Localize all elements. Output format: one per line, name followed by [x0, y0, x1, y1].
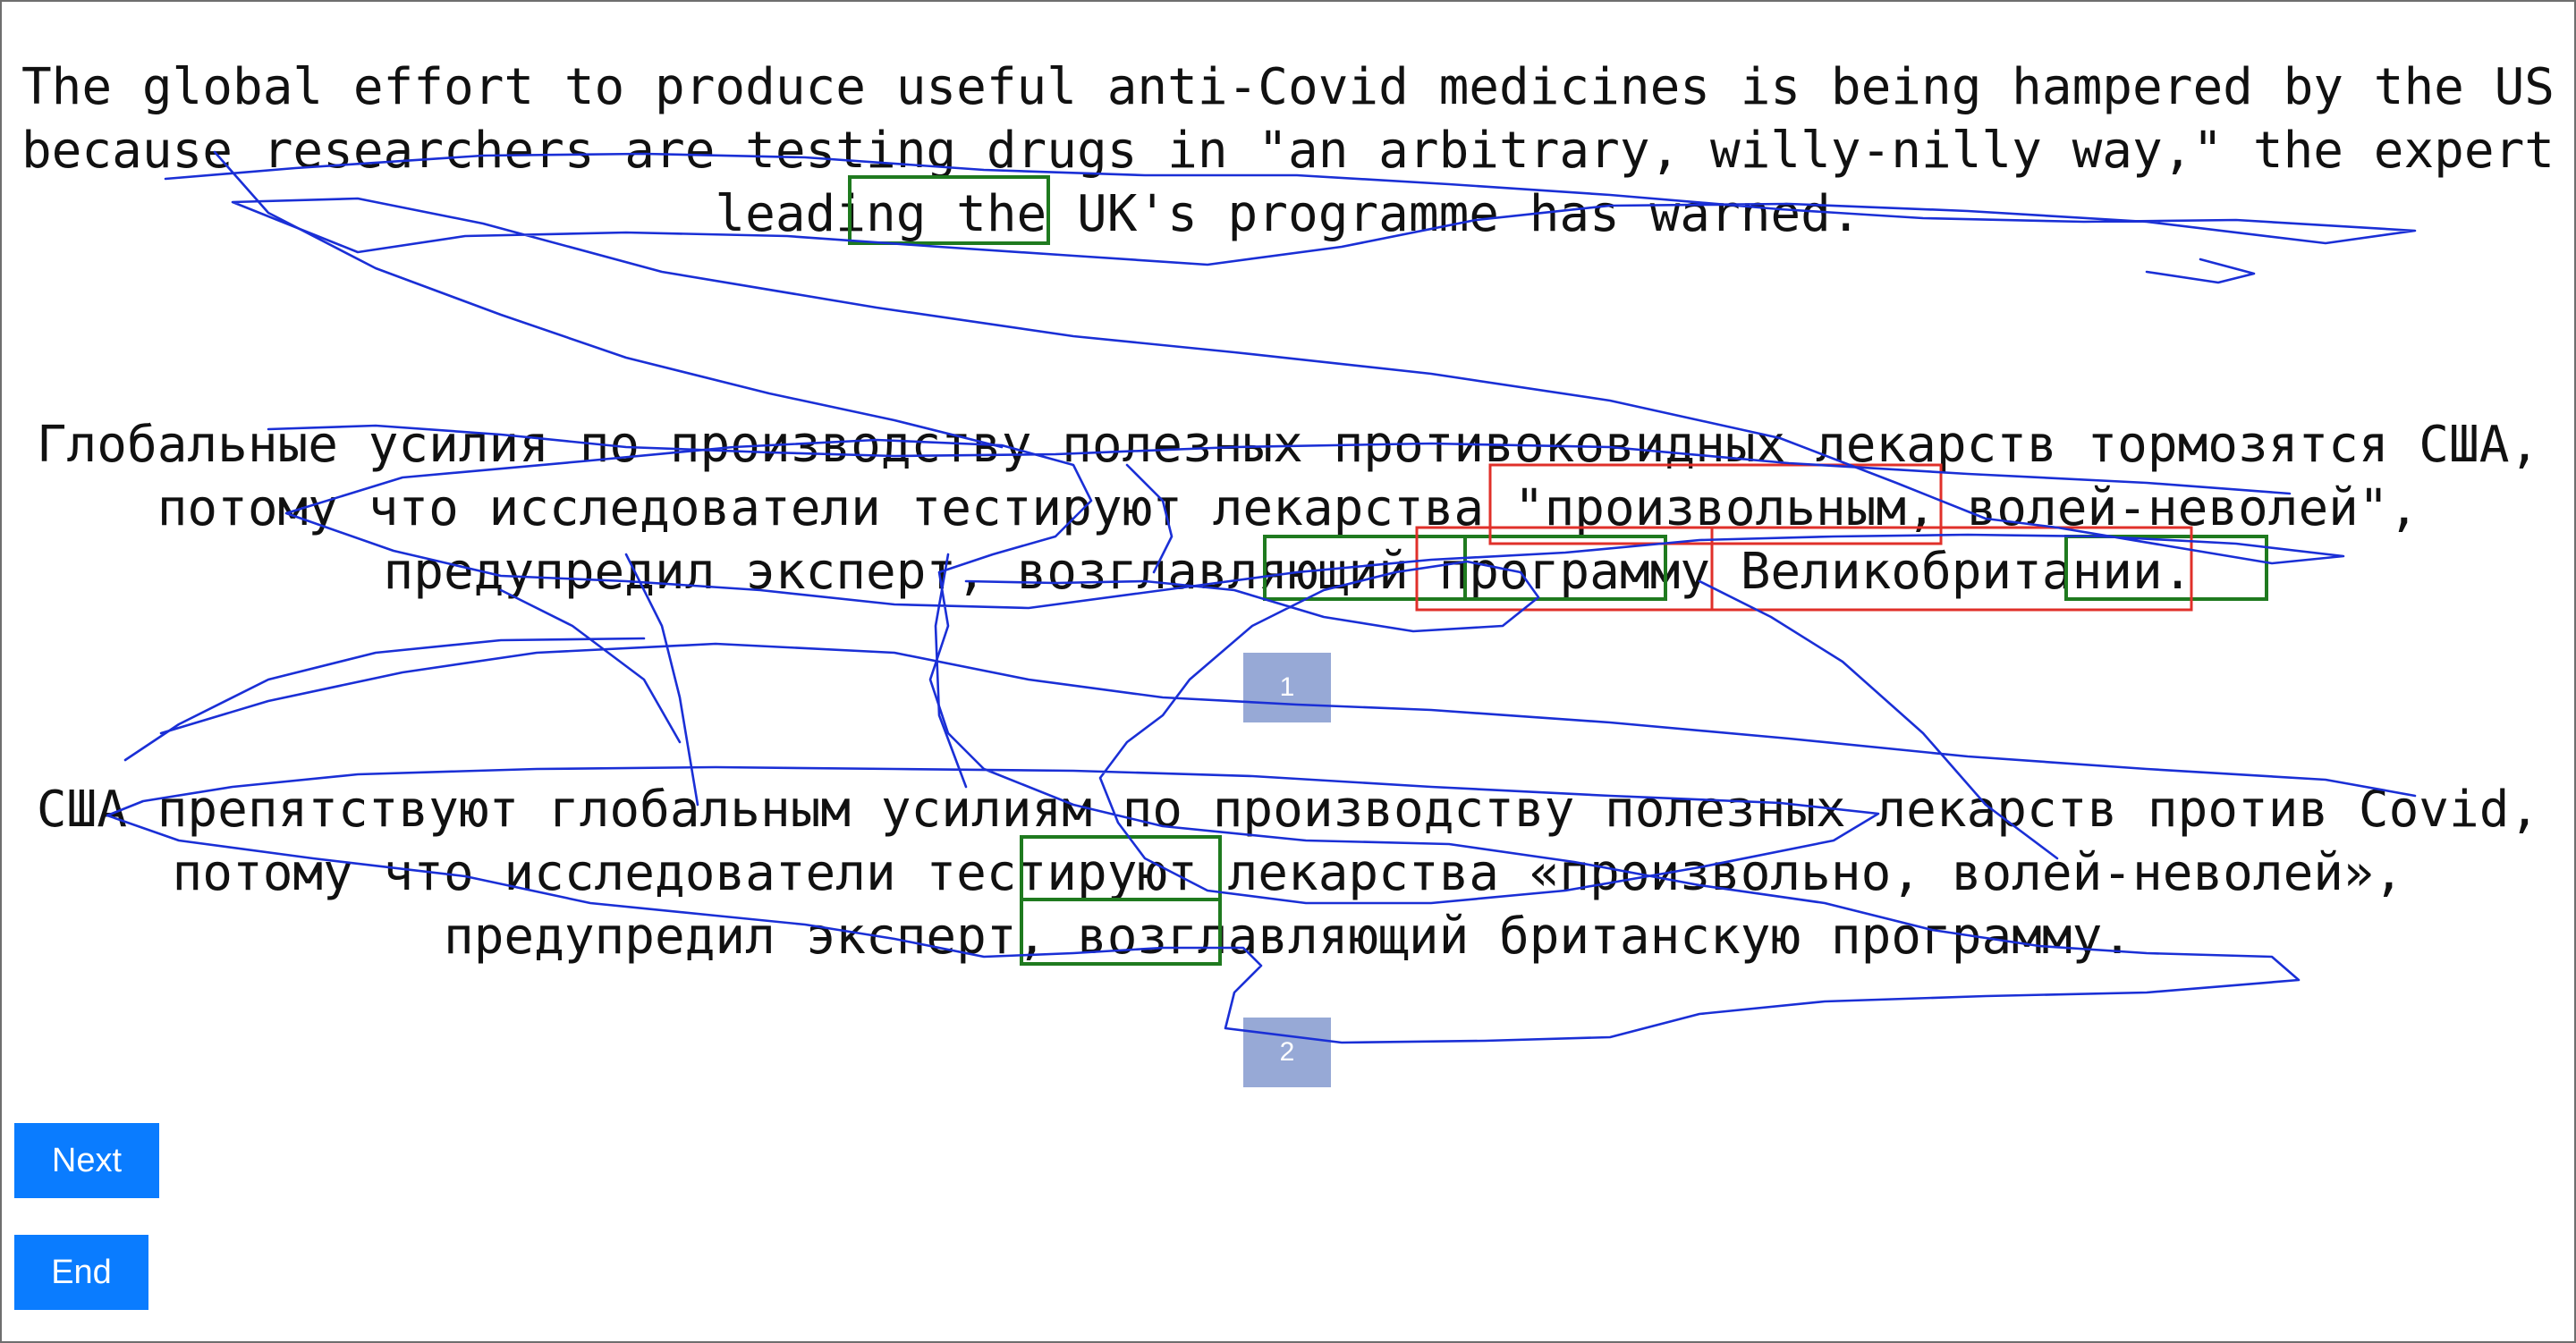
end-button[interactable]: End — [14, 1235, 148, 1310]
translation-1-badge[interactable]: 1 — [1243, 653, 1331, 722]
translation-2: США препятствуют глобальным усилиям по п… — [36, 781, 2540, 966]
next-button[interactable]: Next — [14, 1123, 159, 1198]
source-sentence: The global effort to produce useful anti… — [21, 58, 2555, 243]
translation-2-badge[interactable]: 2 — [1243, 1018, 1331, 1087]
translation-1: Глобальные усилия по производству полезн… — [36, 416, 2540, 601]
